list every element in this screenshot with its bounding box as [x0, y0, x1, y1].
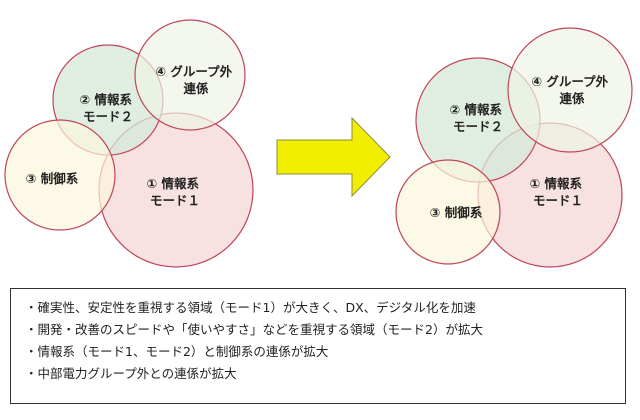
left-circle-external — [134, 19, 246, 131]
svg-text:③ 制御系: ③ 制御系 — [26, 171, 79, 186]
right-circle-external — [507, 27, 633, 153]
right-arrow-icon — [276, 116, 391, 198]
right-cluster: ① 情報系 モード１ ② 情報系 モード２ ③ 制御系 ④ グループ外 連係 — [395, 27, 633, 268]
left-mode1-line2: モード１ — [150, 193, 200, 208]
left-external-line1: ④ グループ外 — [155, 64, 232, 79]
right-external-line2: 連係 — [559, 91, 585, 106]
right-control-line1: ③ 制御系 — [430, 205, 483, 220]
svg-text:① 情報系 モード１: ① 情報系 モード１ — [147, 176, 204, 208]
venn-diagram: ① 情報系 モード１ ② 情報系 モード２ ③ 制御系 ④ グループ外 連係 ①… — [4, 19, 633, 268]
summary-item: ・開発・改善のスピードや「使いやすさ」などを重視する領域（モード2）が拡大 — [25, 322, 483, 337]
summary-box: ・確実性、安定性を重視する領域（モード1）が大きく、DX、デジタル化を加速 ・開… — [10, 288, 626, 404]
left-cluster: ① 情報系 モード１ ② 情報系 モード２ ③ 制御系 ④ グループ外 連係 — [4, 19, 254, 268]
summary-item: ・中部電力グループ外との連係が拡大 — [25, 366, 237, 381]
svg-text:② 情報系 モード２: ② 情報系 モード２ — [450, 102, 507, 134]
svg-text:④ グループ外 連係: ④ グループ外 連係 — [155, 64, 236, 96]
svg-text:③ 制御系: ③ 制御系 — [430, 205, 483, 220]
left-circle-control — [4, 119, 116, 231]
summary-item: ・情報系（モード1、モード2）と制御系の連係が拡大 — [25, 344, 329, 359]
svg-text:② 情報系 モード２: ② 情報系 モード２ — [80, 92, 137, 124]
svg-text:① 情報系 モード１: ① 情報系 モード１ — [530, 176, 587, 208]
left-mode1-line1: ① 情報系 — [147, 176, 200, 191]
left-mode2-line2: モード２ — [83, 109, 133, 124]
right-external-line1: ④ グループ外 — [531, 74, 608, 89]
right-circle-control — [395, 159, 501, 265]
left-external-line2: 連係 — [183, 81, 209, 96]
right-mode2-line2: モード２ — [453, 119, 503, 134]
right-mode2-line1: ② 情報系 — [450, 102, 503, 117]
summary-item: ・確実性、安定性を重視する領域（モード1）が大きく、DX、デジタル化を加速 — [25, 300, 476, 315]
svg-text:④ グループ外 連係: ④ グループ外 連係 — [531, 74, 612, 106]
left-control-line1: ③ 制御系 — [26, 171, 79, 186]
right-mode1-line1: ① 情報系 — [530, 176, 583, 191]
left-mode2-line1: ② 情報系 — [80, 92, 133, 107]
right-mode1-line2: モード１ — [533, 193, 583, 208]
